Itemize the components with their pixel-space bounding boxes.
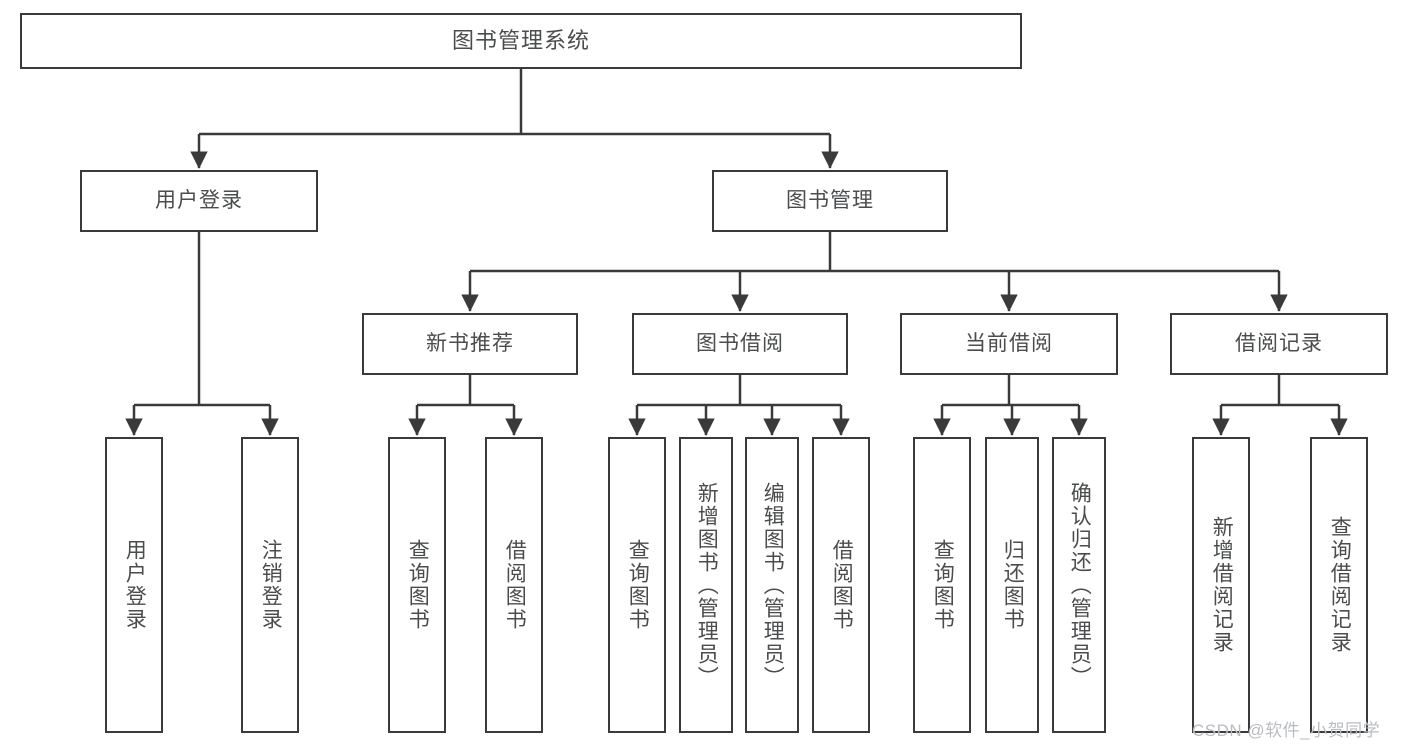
node-records[interactable]: 借阅记录 bbox=[1170, 313, 1388, 375]
node-label: 图书管理 bbox=[786, 188, 874, 212]
node-label: 当前借阅 bbox=[965, 331, 1053, 355]
node-leaf-new-2[interactable]: 借阅图书 bbox=[485, 437, 543, 733]
node-root[interactable]: 图书管理系统 bbox=[20, 13, 1022, 69]
node-leaf-cur-3[interactable]: 确认归还（管理员） bbox=[1052, 437, 1106, 733]
node-label: 借阅记录 bbox=[1235, 331, 1323, 355]
node-leaf-bor-4[interactable]: 借阅图书 bbox=[812, 437, 870, 733]
node-label: 图书管理系统 bbox=[451, 28, 590, 54]
node-leaf-new-1[interactable]: 查询图书 bbox=[388, 437, 446, 733]
watermark: CSDN @软件_小贺同学 bbox=[1192, 721, 1381, 740]
node-leaf-bor-1[interactable]: 查询图书 bbox=[608, 437, 666, 733]
node-bookmgmt[interactable]: 图书管理 bbox=[712, 170, 948, 232]
node-label: 归还图书 bbox=[1001, 539, 1025, 631]
node-label: 用户登录 bbox=[155, 188, 243, 212]
node-leaf-rec-2[interactable]: 查询借阅记录 bbox=[1310, 437, 1368, 733]
node-label: 确认归还（管理员） bbox=[1068, 481, 1092, 689]
node-label: 查询图书 bbox=[406, 539, 430, 631]
node-label: 注销登录 bbox=[259, 539, 283, 631]
node-label: 借阅图书 bbox=[830, 539, 854, 631]
node-label: 图书借阅 bbox=[696, 331, 784, 355]
node-label: 用户登录 bbox=[123, 539, 147, 631]
node-leaf-cur-1[interactable]: 查询图书 bbox=[913, 437, 971, 733]
node-leaf-cur-2[interactable]: 归还图书 bbox=[985, 437, 1039, 733]
node-label: 新书推荐 bbox=[426, 331, 514, 355]
node-label: 新增图书（管理员） bbox=[695, 481, 719, 689]
node-label: 借阅图书 bbox=[503, 539, 527, 631]
node-newbook[interactable]: 新书推荐 bbox=[362, 313, 578, 375]
node-leaf-login-2[interactable]: 注销登录 bbox=[241, 437, 299, 733]
node-label: 查询借阅记录 bbox=[1328, 516, 1352, 654]
node-leaf-bor-2[interactable]: 新增图书（管理员） bbox=[679, 437, 733, 733]
node-leaf-login-1[interactable]: 用户登录 bbox=[105, 437, 163, 733]
node-leaf-rec-1[interactable]: 新增借阅记录 bbox=[1192, 437, 1250, 733]
node-label: 新增借阅记录 bbox=[1210, 516, 1234, 654]
node-leaf-bor-3[interactable]: 编辑图书（管理员） bbox=[745, 437, 799, 733]
node-label: 编辑图书（管理员） bbox=[761, 481, 785, 689]
node-borrow[interactable]: 图书借阅 bbox=[632, 313, 848, 375]
node-label: 查询图书 bbox=[626, 539, 650, 631]
node-login[interactable]: 用户登录 bbox=[80, 170, 318, 232]
node-label: 查询图书 bbox=[931, 539, 955, 631]
node-current[interactable]: 当前借阅 bbox=[900, 313, 1118, 375]
